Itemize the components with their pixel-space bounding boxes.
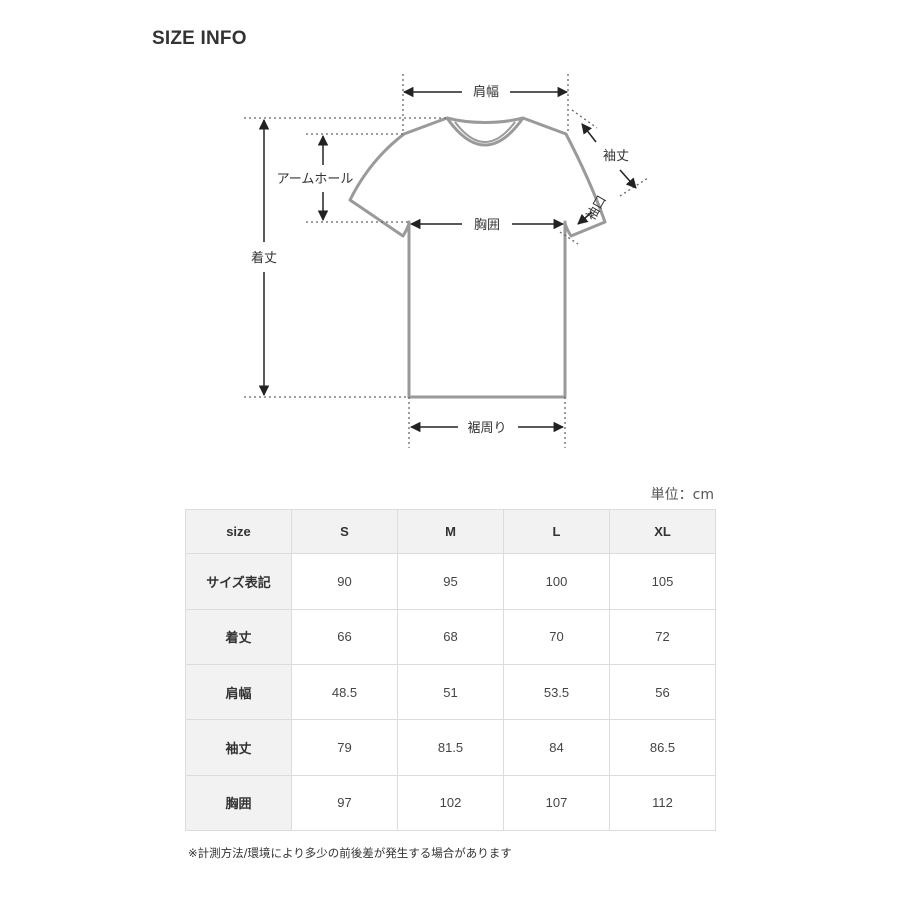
- table-header-cell: XL: [609, 508, 716, 555]
- table-cell: 56: [609, 663, 716, 721]
- table-row: サイズ表記 90 95 100 105: [185, 553, 716, 610]
- unit-note: 単位：cm: [650, 487, 714, 503]
- table-cell: 107: [503, 774, 610, 832]
- tshirt-measurement-diagram: 肩幅 袖丈 袖口 アームホール 胸囲 着丈 裾周り: [244, 74, 649, 448]
- shoulder-label: 肩幅: [473, 84, 499, 100]
- table-row: 袖丈 79 81.5 84 86.5: [185, 719, 716, 776]
- table-cell: 100: [503, 553, 610, 610]
- table-cell: 95: [397, 553, 504, 610]
- row-label: 胸囲: [185, 774, 292, 832]
- table-cell: 81.5: [397, 719, 504, 776]
- table-cell: 51: [397, 663, 504, 721]
- length-label: 着丈: [251, 250, 277, 266]
- table-header-row: size S M L XL: [185, 508, 716, 555]
- page-title: SIZE INFO: [152, 28, 247, 49]
- table-cell: 90: [291, 553, 398, 610]
- footnote: ※計測方法/環境により多少の前後差が発生する場合があります: [188, 846, 512, 860]
- table-row: 胸囲 97 102 107 112: [185, 774, 716, 832]
- table-cell: 102: [397, 774, 504, 832]
- cuff-arrow: [577, 211, 593, 225]
- table-header-cell: S: [291, 508, 398, 555]
- size-table: size S M L XL サイズ表記 90 95 100 105 着丈 66 …: [185, 508, 716, 832]
- table-cell: 97: [291, 774, 398, 832]
- table-row: 肩幅 48.5 51 53.5 56: [185, 663, 716, 721]
- table-header-cell: size: [185, 508, 292, 555]
- sleeve-arrow-down: [619, 169, 637, 189]
- hem-label: 裾周り: [467, 421, 506, 436]
- row-label: 肩幅: [185, 663, 292, 721]
- row-label: 着丈: [185, 608, 292, 665]
- sleeve-arrow-up: [581, 123, 597, 143]
- table-cell: 84: [503, 719, 610, 776]
- table-cell: 112: [609, 774, 716, 832]
- row-label: 袖丈: [185, 719, 292, 776]
- table-cell: 72: [609, 608, 716, 665]
- table-cell: 86.5: [609, 719, 716, 776]
- table-header-cell: L: [503, 508, 610, 555]
- guide-lines: [244, 74, 649, 448]
- armhole-label: アームホール: [277, 172, 354, 187]
- table-header-cell: M: [397, 508, 504, 555]
- table-cell: 48.5: [291, 663, 398, 721]
- measurement-arrows: [258, 86, 637, 433]
- chest-label: 胸囲: [474, 218, 500, 233]
- table-cell: 105: [609, 553, 716, 610]
- table-cell: 70: [503, 608, 610, 665]
- sleeve-length-label: 袖丈: [603, 149, 629, 164]
- table-cell: 66: [291, 608, 398, 665]
- table-row: 着丈 66 68 70 72: [185, 608, 716, 665]
- tshirt-outline: [348, 116, 607, 399]
- table-cell: 53.5: [503, 663, 610, 721]
- row-label: サイズ表記: [185, 553, 292, 610]
- table-cell: 79: [291, 719, 398, 776]
- table-cell: 68: [397, 608, 504, 665]
